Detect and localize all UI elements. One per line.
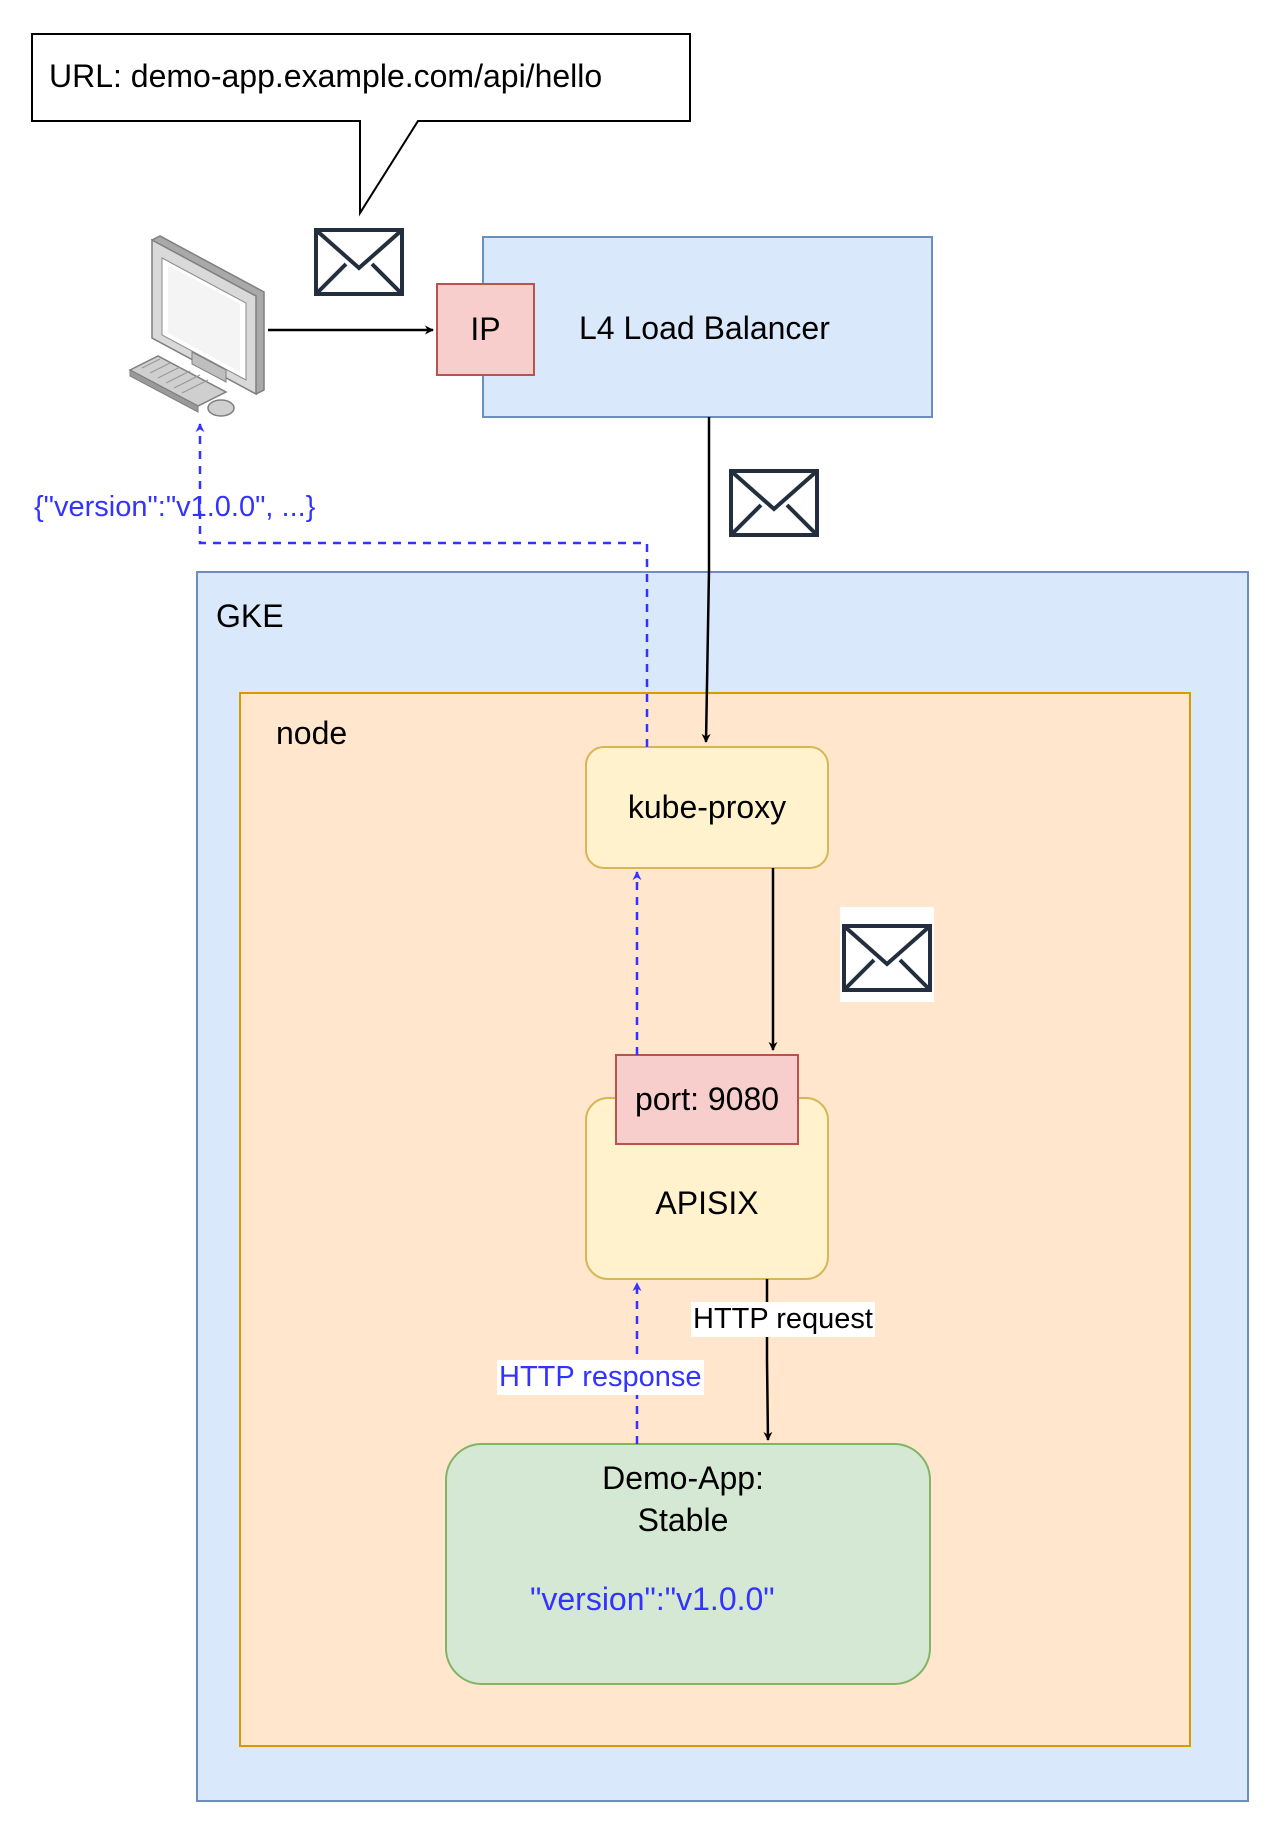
apisix-port-label: port: 9080: [634, 1081, 780, 1117]
gke-title: GKE: [216, 598, 284, 634]
load-balancer-title: L4 Load Balancer: [579, 310, 830, 346]
computer-icon: [128, 235, 265, 417]
url-callout-bubble: [31, 33, 691, 217]
client-response-label: {"version":"v1.0.0", ...}: [34, 491, 316, 523]
envelope-icon: [840, 907, 934, 1002]
lb-to-kube-proxy-arrow: [701, 417, 711, 743]
http-response-label: HTTP response: [497, 1360, 704, 1395]
envelope-icon: [729, 469, 819, 537]
kube-proxy-title: kube-proxy: [627, 789, 787, 825]
envelope-icon: [314, 228, 404, 296]
apisix-title: APISIX: [655, 1185, 759, 1221]
demo-app-title-line1: Demo-App:: [602, 1460, 764, 1496]
ip-label: IP: [470, 311, 501, 347]
http-request-label: HTTP request: [691, 1302, 875, 1337]
node-title: node: [276, 715, 348, 751]
ip-port-box: [436, 283, 535, 376]
demo-app-box: [445, 1443, 931, 1685]
kube-proxy-to-client-response-arrow: [195, 423, 649, 747]
callout-url-text: URL: demo-app.example.com/api/hello: [49, 58, 603, 94]
demo-app-version: "version":"v1.0.0": [530, 1581, 775, 1617]
kube-proxy-box: [585, 746, 829, 869]
demo-app-title-line2: Stable: [637, 1502, 729, 1538]
apisix-port-box: [615, 1054, 799, 1145]
